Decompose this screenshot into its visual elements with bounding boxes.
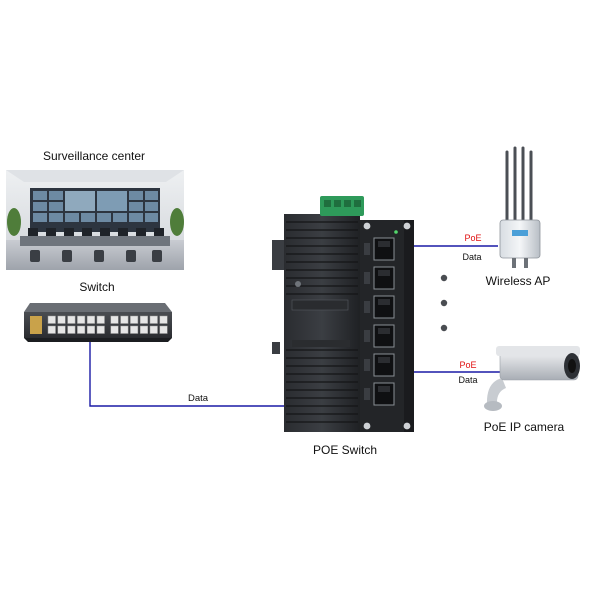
poe-switch-label: POE Switch xyxy=(313,443,377,457)
switch-port xyxy=(67,325,76,334)
surveillance-center-label: Surveillance center xyxy=(43,149,145,163)
port-led-label xyxy=(364,330,370,342)
port-led-label xyxy=(364,243,370,255)
surveillance-center-image xyxy=(6,170,184,270)
switch-port xyxy=(110,325,119,334)
switch-port xyxy=(47,325,56,334)
switch-port xyxy=(110,315,119,324)
poe-switch-device xyxy=(272,196,414,432)
switch-device xyxy=(24,303,172,342)
more-devices-dots xyxy=(440,274,448,332)
rj45-port-contacts xyxy=(378,328,390,334)
switch-port xyxy=(86,315,95,324)
switch-label: Switch xyxy=(79,280,114,294)
switch-port xyxy=(130,315,139,324)
rj45-port-contacts xyxy=(378,299,390,305)
switch-port xyxy=(149,325,158,334)
switch-port xyxy=(57,325,66,334)
switch-port xyxy=(96,315,105,324)
switch-port xyxy=(149,315,158,324)
switch-port xyxy=(47,315,56,324)
camera-data-label: Data xyxy=(458,375,477,385)
rj45-port-contacts xyxy=(378,357,390,363)
switch-port xyxy=(120,325,129,334)
switch-port xyxy=(130,325,139,334)
switch-port xyxy=(139,315,148,324)
uplink-data-label: Data xyxy=(188,393,209,404)
switch-port xyxy=(159,315,168,324)
switch-port xyxy=(120,315,129,324)
switch-port xyxy=(96,325,105,334)
switch-port xyxy=(159,325,168,334)
camera-poe-label: PoE xyxy=(459,360,476,370)
ap-data-label: Data xyxy=(462,252,481,262)
port-led-label xyxy=(364,388,370,400)
wireless-ap-device xyxy=(499,146,541,268)
port-led-label xyxy=(364,301,370,313)
switch-port xyxy=(139,325,148,334)
port-led-label xyxy=(364,359,370,371)
rj45-port-contacts xyxy=(378,386,390,392)
switch-port xyxy=(86,325,95,334)
wireless-ap-label: Wireless AP xyxy=(486,274,551,288)
switch-port xyxy=(57,315,66,324)
switch-port xyxy=(67,315,76,324)
ap-poe-label: PoE xyxy=(464,233,481,243)
switch-port xyxy=(77,315,86,324)
rj45-port-contacts xyxy=(378,270,390,276)
ip-camera-device xyxy=(484,346,580,411)
ip-camera-label: PoE IP camera xyxy=(484,420,565,434)
switch-port xyxy=(77,325,86,334)
port-led-label xyxy=(364,272,370,284)
rj45-port-contacts xyxy=(378,241,390,247)
uplink-line xyxy=(89,342,374,407)
